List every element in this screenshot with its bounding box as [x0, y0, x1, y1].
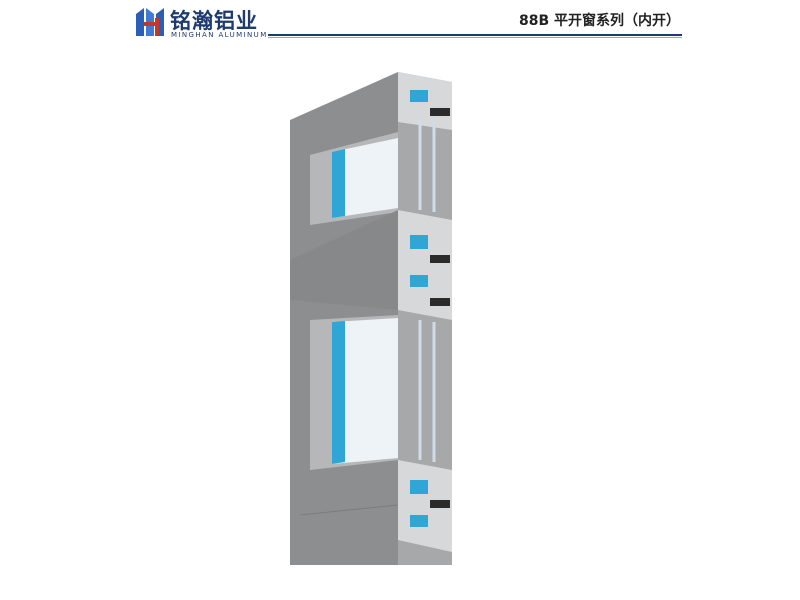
series-title: 88B 平开窗系列（内开）	[518, 13, 680, 29]
mh-logo-icon	[136, 8, 164, 36]
brand-name-en: MINGHAN ALUMINUM	[171, 31, 268, 39]
casement-window-profile-icon	[290, 72, 452, 565]
header-rule	[268, 34, 682, 36]
header: 铭瀚铝业 MINGHAN ALUMINUM 88B 平开窗系列（内开）	[0, 0, 800, 48]
brand-name-cn: 铭瀚铝业	[170, 9, 258, 33]
header-rule-thin	[268, 37, 682, 38]
